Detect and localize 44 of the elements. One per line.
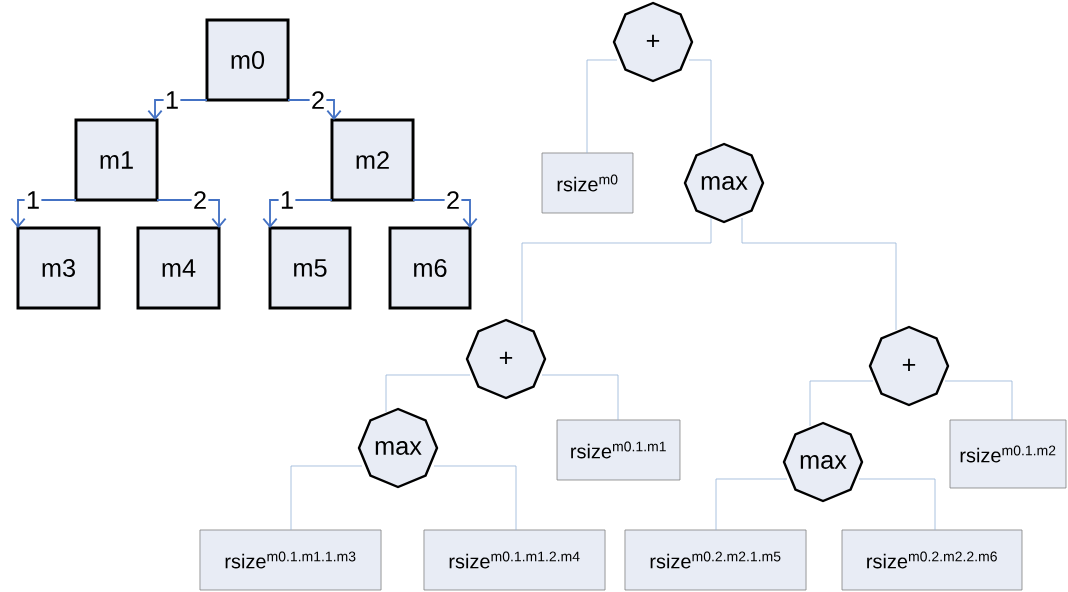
arrow [156,199,227,228]
module-box: m2 [330,118,415,202]
value-box: rsize$^{m0.2.m2.1.m5}$ [624,529,807,591]
connector-line [809,380,874,427]
operator-octagon: max [357,407,439,489]
edge-label: 1 [24,189,42,211]
connector-line [688,59,712,148]
module-box: m4 [136,226,221,310]
arrow [287,99,342,120]
value-box: rsize$^{m0.1.m1.2.m4}$ [423,529,606,591]
edge-label: 2 [309,89,327,111]
connector-line [858,478,936,531]
connector-line [741,217,897,331]
connector-line [290,465,363,531]
connector-line [586,59,618,154]
value-box: rsize$^{m0.1.m2}$ [949,419,1067,489]
edge-label: 2 [444,189,462,211]
value-box: rsize$^{m0.1.m1}$ [556,419,681,481]
connector-line [541,374,619,421]
operator-octagon: max [683,142,765,224]
operator-octagon: + [612,1,694,83]
operator-octagon: max [782,421,864,503]
connector-line [433,465,517,531]
value-box: rsize$^{m0}$ [541,152,634,214]
edge-label: 1 [163,89,181,111]
arrow [412,199,478,228]
connector-line [385,374,471,413]
connector-line [944,380,1013,421]
module-box: m1 [74,118,159,202]
operator-octagon: + [868,325,950,407]
arrow [262,199,333,228]
edge-label: 2 [191,189,209,211]
value-box: rsize$^{m0.2.m2.2.m6}$ [841,529,1023,591]
arrow [147,99,208,120]
module-box: m0 [205,18,290,102]
connector-line [521,217,712,324]
arrow [10,199,77,228]
module-box: m5 [268,226,352,310]
module-box: m3 [16,226,101,310]
module-box: m6 [388,226,472,310]
connector-line [715,478,788,531]
operator-octagon: + [465,318,547,400]
edge-label: 1 [278,189,296,211]
value-box: rsize$^{m0.1.m1.1.m3}$ [199,529,382,591]
